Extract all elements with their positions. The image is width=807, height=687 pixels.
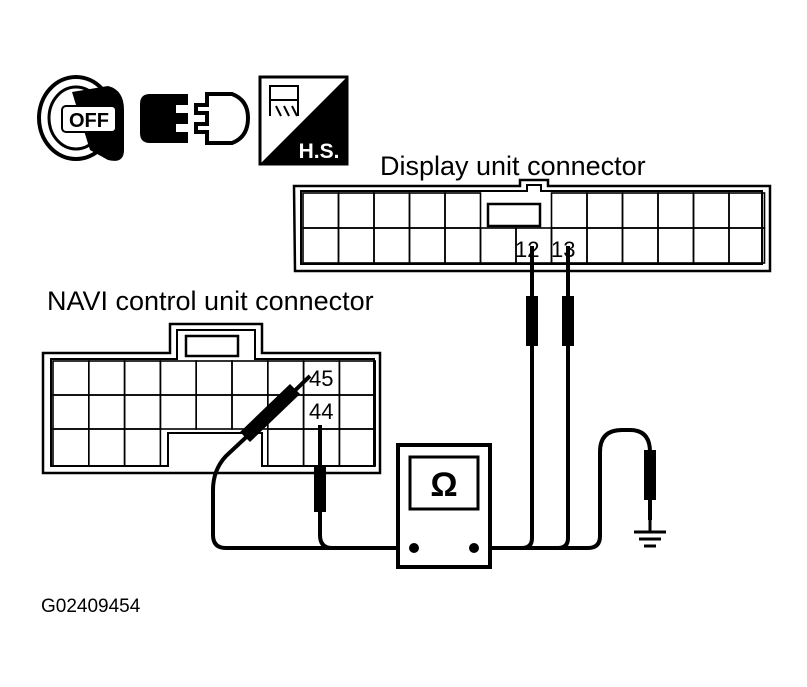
display-pin-12: 12 [515, 237, 539, 262]
navi-control-unit-connector: NAVI control unit connector 45 44 [41, 286, 382, 475]
navi-cavity [123, 428, 162, 467]
meter-terminal-right [469, 543, 479, 553]
connector-disconnect-icon [140, 92, 251, 145]
display-connector-cavities [302, 192, 766, 264]
ignition-key-off-icon: OFF [37, 75, 124, 161]
probe-pin45-sleeve [240, 384, 300, 442]
tester-probe-icon [269, 85, 299, 117]
navi-pin-44: 44 [309, 399, 333, 424]
probe-pin12-sleeve [526, 296, 538, 346]
lead-pin45 [211, 374, 413, 550]
probe-sleeves [240, 296, 656, 512]
ohmmeter: Ω [396, 443, 492, 569]
harness-sign-label: H.S. [299, 140, 340, 163]
ground-icon [634, 520, 666, 548]
display-connector-label: Display unit connector [380, 151, 646, 181]
display-cavity [728, 227, 766, 264]
test-leads [211, 246, 652, 550]
lead-pin44 [318, 425, 333, 550]
ohm-symbol: Ω [430, 466, 457, 504]
ignition-key-label: OFF [69, 110, 109, 132]
probe-pin44-sleeve [314, 466, 326, 512]
probe-ground-sleeve [644, 450, 656, 500]
figure-id: G02409454 [41, 596, 141, 617]
navi-connector-label: NAVI control unit connector [47, 286, 374, 316]
navi-cavity [338, 428, 376, 467]
display-pin-13: 13 [551, 237, 575, 262]
navi-pin-45: 45 [309, 366, 333, 391]
probe-pin13-sleeve [562, 296, 574, 346]
lead-ground [520, 428, 652, 550]
harness-sign-icon: H.S. [258, 75, 349, 166]
lead-pin13 [530, 246, 570, 550]
display-unit-connector: Display unit connector 12 13 [292, 151, 772, 273]
meter-terminal-left [409, 543, 419, 553]
